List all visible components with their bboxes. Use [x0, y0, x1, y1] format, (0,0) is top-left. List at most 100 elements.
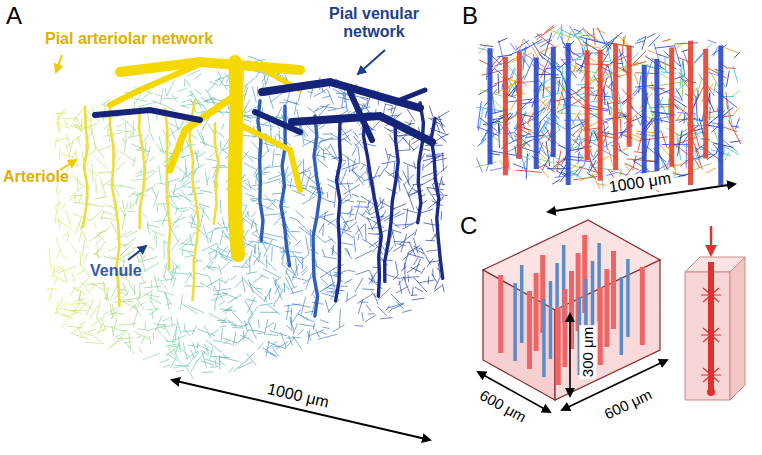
capillary — [163, 365, 170, 368]
capillary — [124, 341, 132, 343]
capillary — [380, 197, 381, 203]
capillary — [173, 184, 176, 195]
capillary — [332, 139, 344, 140]
capillary — [357, 294, 372, 303]
capillary — [319, 282, 335, 292]
capillary — [347, 270, 355, 272]
capillary — [173, 95, 178, 103]
capillary — [368, 218, 384, 228]
capillary — [238, 362, 252, 369]
capillary — [355, 224, 365, 235]
segment — [485, 109, 487, 117]
capillary — [420, 178, 435, 186]
capillary — [224, 278, 229, 284]
capillary — [404, 174, 415, 185]
capillary — [426, 240, 435, 242]
scale-arrow-a — [172, 380, 430, 440]
capillary — [404, 253, 409, 270]
capillary — [355, 250, 372, 259]
segment — [475, 162, 496, 168]
segment — [631, 107, 650, 124]
capillary — [56, 220, 72, 229]
capillary — [305, 311, 314, 312]
capillary — [161, 279, 176, 281]
capillary — [144, 263, 160, 272]
capillary — [171, 359, 175, 367]
capillary — [58, 218, 60, 229]
capillary — [95, 237, 102, 246]
capillary — [437, 134, 446, 142]
capillary — [396, 286, 408, 293]
capillary — [118, 162, 125, 169]
capillary — [389, 134, 395, 143]
segment — [706, 168, 716, 173]
capillary — [429, 261, 440, 263]
capillary — [281, 332, 287, 347]
capillary — [419, 280, 434, 283]
venule — [313, 116, 320, 316]
capillary — [316, 158, 328, 168]
capillary — [55, 210, 56, 223]
capillary — [244, 119, 251, 121]
capillary — [56, 237, 60, 252]
capillary — [189, 100, 205, 105]
capillary — [85, 342, 104, 343]
capillary — [66, 135, 81, 147]
capillary — [355, 325, 364, 327]
capillary — [235, 280, 243, 288]
capillary — [388, 303, 405, 308]
capillary — [322, 284, 333, 291]
capillary — [165, 340, 174, 342]
capillary — [428, 196, 444, 208]
capillary — [97, 318, 104, 332]
segment — [498, 123, 499, 148]
capillary — [149, 246, 156, 250]
capillary — [264, 195, 277, 209]
capillary — [409, 184, 415, 194]
capillary — [392, 228, 396, 247]
capillary — [127, 211, 134, 212]
segment — [579, 173, 599, 181]
capillary — [338, 97, 350, 100]
capillary — [332, 246, 334, 255]
capillary — [422, 164, 424, 171]
arteriole — [214, 124, 219, 224]
segment — [574, 29, 581, 32]
capillary — [170, 265, 181, 272]
segment — [662, 144, 690, 145]
capillary — [149, 157, 156, 162]
capillary — [438, 176, 442, 190]
capillary — [142, 353, 160, 360]
segment — [560, 36, 566, 48]
capillary — [402, 310, 411, 313]
capillary — [297, 220, 311, 234]
capillary — [380, 318, 392, 319]
capillary — [128, 346, 135, 354]
capillary — [159, 165, 162, 184]
capillary — [201, 361, 214, 365]
capillary — [170, 258, 180, 270]
capillary — [204, 325, 211, 338]
network-mesh-b — [475, 24, 741, 192]
capillary — [191, 359, 199, 372]
capillary — [229, 367, 234, 373]
capillary — [220, 230, 223, 246]
capillary — [372, 247, 377, 253]
segment — [576, 132, 581, 142]
capillary — [323, 257, 336, 259]
capillary — [321, 139, 333, 141]
capillary — [181, 249, 193, 252]
capillary — [139, 347, 142, 353]
capillary — [255, 244, 256, 253]
capillary — [208, 250, 216, 254]
capillary — [431, 219, 433, 232]
arteriole — [139, 108, 145, 228]
capillary — [398, 279, 403, 286]
segment — [680, 68, 684, 79]
capillary — [112, 332, 126, 346]
capillary — [202, 372, 213, 373]
capillary — [293, 323, 298, 334]
capillary — [251, 212, 255, 217]
capillary — [177, 319, 181, 334]
capillary — [415, 229, 417, 236]
